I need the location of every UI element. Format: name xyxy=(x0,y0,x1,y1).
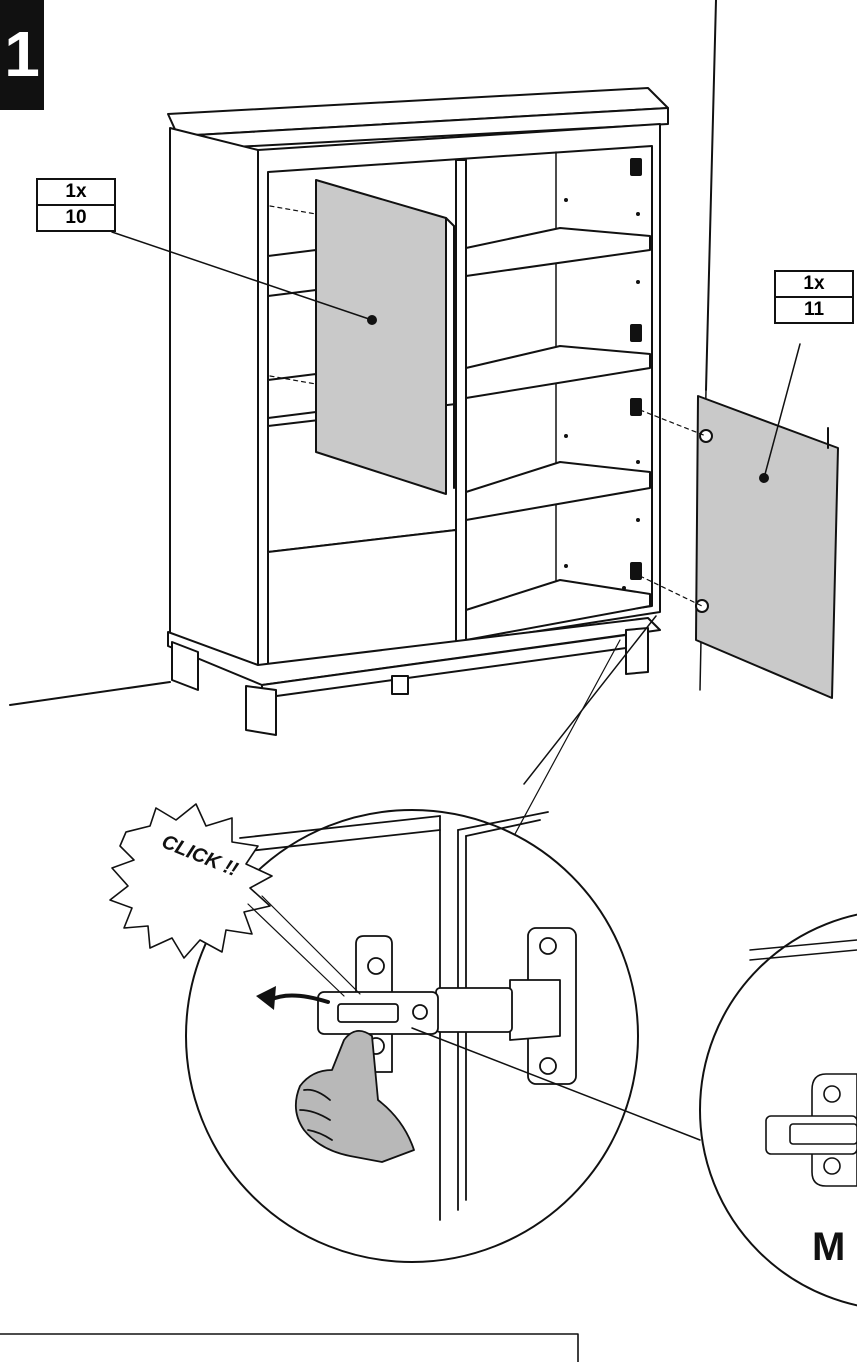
part-label-door-11: 1x 11 xyxy=(774,270,854,324)
cabinet-top xyxy=(167,87,669,151)
hinge-m-detail xyxy=(765,1073,857,1187)
part-quantity: 1x xyxy=(38,180,114,206)
cabinet-side-panel xyxy=(169,127,259,676)
step-number-badge: 1 xyxy=(0,0,44,110)
shelf-right-bottom xyxy=(465,579,651,641)
leg-center xyxy=(391,675,409,695)
door-hinge-cup-upper xyxy=(699,429,713,443)
shelf-right-2 xyxy=(465,345,651,399)
part-label-door-10: 1x 10 xyxy=(36,178,116,232)
door-hinge-cup-lower xyxy=(695,599,709,613)
shelf-right-1 xyxy=(465,227,651,277)
center-divider xyxy=(455,159,467,645)
door-10 xyxy=(315,179,447,495)
floor-line xyxy=(9,681,171,706)
wall-corner-line xyxy=(705,0,717,391)
door-11 xyxy=(695,395,839,699)
hinge-mounting-plates xyxy=(564,158,642,590)
detail-label-m: M xyxy=(812,1225,845,1269)
detail-circle-m xyxy=(699,913,857,1307)
hinge-arm xyxy=(435,987,513,1033)
part-quantity: 1x xyxy=(776,272,852,298)
click-callout-burst xyxy=(109,803,273,959)
shelf-left-2 xyxy=(267,373,317,419)
leg-front-left xyxy=(245,685,277,736)
instruction-box xyxy=(0,1333,579,1362)
detail-circle-main xyxy=(185,809,639,1263)
shelf-left-1 xyxy=(267,249,317,297)
part-number: 11 xyxy=(803,299,825,320)
leg-back-left xyxy=(171,641,199,691)
shelf-right-3 xyxy=(465,461,651,521)
leader-line-10 xyxy=(111,231,373,321)
part-number: 10 xyxy=(65,207,87,228)
cabinet-base xyxy=(167,617,661,686)
hand-pressing-clip xyxy=(294,1030,415,1163)
leg-front-right xyxy=(625,627,649,675)
leader-line-11 xyxy=(763,343,801,479)
